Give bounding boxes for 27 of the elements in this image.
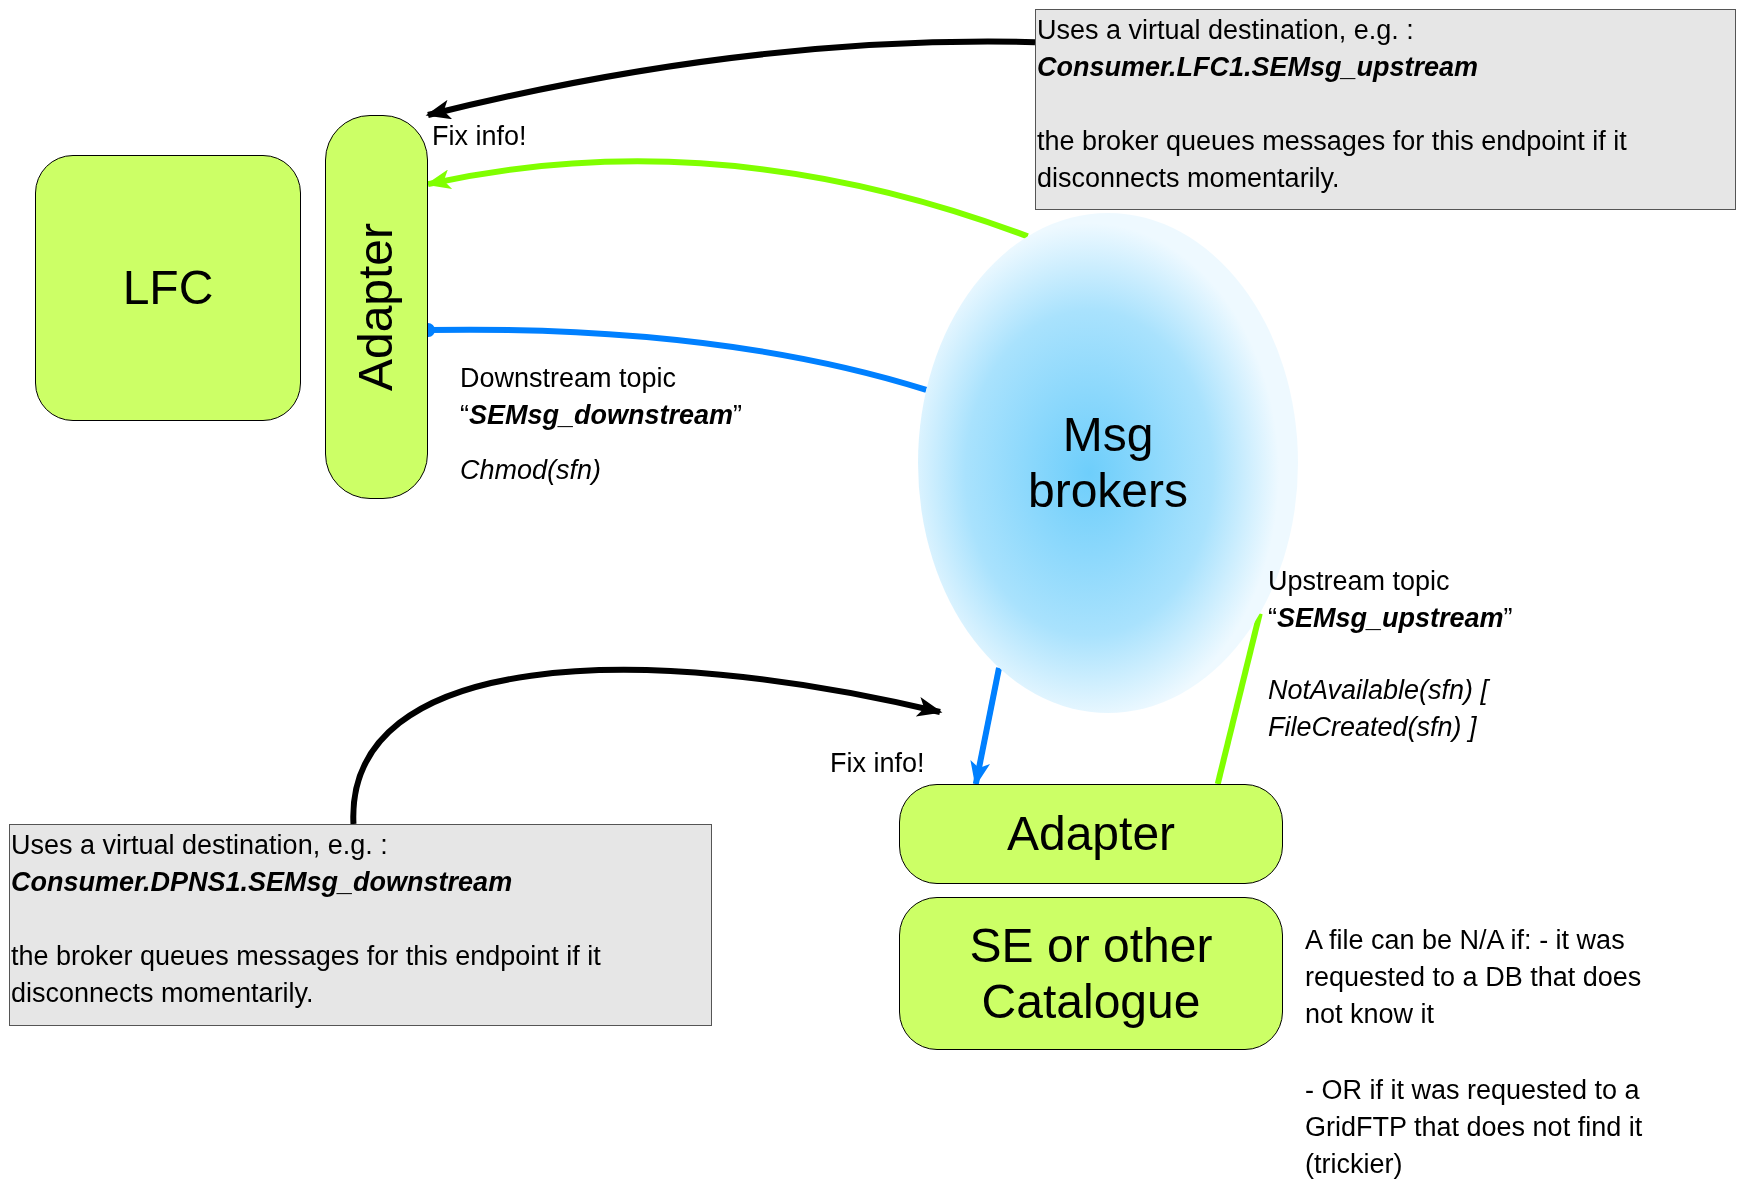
note-text: Consumer.DPNS1.SEMsg_downstream — [11, 866, 514, 899]
component-box — [899, 784, 1283, 884]
note-text: - OR if it was requested to a GridFTP that does not find it (trickier) — [1305, 1074, 1644, 1181]
node-label: Msg brokers — [1026, 407, 1190, 519]
note-text: Uses a virtual destination, e.g. : — [11, 829, 389, 862]
component-box — [325, 115, 428, 499]
node-label: LFC — [122, 260, 214, 316]
note-box — [9, 824, 712, 1026]
note-text: the broker queues messages for this endpoint if it disconnects momentarily. — [11, 940, 602, 1010]
edge-label: Upstream topic “SEMsg_upstream” — [1268, 565, 1514, 635]
message-label: Chmod(sfn) — [460, 454, 602, 487]
node-label: Adapter — [1006, 806, 1176, 862]
note-text: Consumer.LFC1.SEMsg_upstream — [1037, 51, 1480, 84]
component-box — [899, 897, 1283, 1050]
edge-label: Fix info! — [830, 747, 925, 780]
edge-label: Fix info! — [432, 120, 527, 153]
message-label: NotAvailable(sfn) [ FileCreated(sfn) ] — [1268, 674, 1491, 744]
node-label: Adapter — [348, 222, 404, 392]
note-text: Uses a virtual destination, e.g. : — [1037, 14, 1415, 47]
edge-label: Downstream topic “SEMsg_downstream” — [460, 362, 744, 432]
note-text: A file can be N/A if: - it was requested to a DB that does not know it — [1305, 924, 1643, 1031]
component-box — [35, 155, 301, 421]
arrow — [425, 38, 1036, 120]
note-box — [1035, 9, 1736, 210]
note-text: the broker queues messages for this endpoint if it disconnects momentarily. — [1037, 125, 1628, 195]
arrow — [350, 667, 943, 825]
node-label: SE or other Catalogue — [968, 917, 1214, 1030]
